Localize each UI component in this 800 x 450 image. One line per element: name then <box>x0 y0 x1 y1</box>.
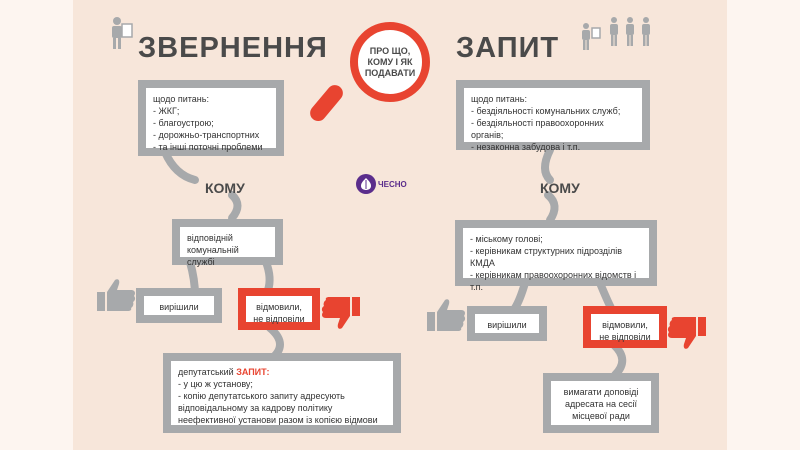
garlic-logo-icon <box>356 174 376 194</box>
thumbs-up-icon <box>97 279 136 311</box>
thumbs-down-icon <box>321 297 360 329</box>
list-item: бездіяльності правоохоронних органів; <box>471 117 635 141</box>
logo-text: ЧЕСНО <box>378 179 407 189</box>
list-item: міському голові; <box>470 233 642 245</box>
thumbs-up-icon <box>427 299 466 331</box>
right-resolved: вирішили <box>487 320 527 330</box>
left-resolved: вирішили <box>159 302 199 312</box>
thumbs-down-icon <box>667 317 706 349</box>
center-question: ПРО ЩО, КОМУ І ЯК ПОДАВАТИ <box>364 45 416 78</box>
list-item: дорожньо-транспортних <box>153 129 269 141</box>
right-margin <box>727 0 800 450</box>
list-item: керівникам правоохоронних відомств і т.п… <box>470 269 642 293</box>
left-deputy-box: депутатський ЗАПИТ: у цю ж установу; коп… <box>163 353 401 433</box>
left-resolved-box: вирішили <box>136 288 222 323</box>
left-topics-box: щодо питань: ЖКГ; благоустрою; дорожньо-… <box>138 80 284 156</box>
list-item: незаконна забудова і т.п. <box>471 141 635 153</box>
right-whom-label: КОМУ <box>540 180 580 196</box>
right-resolved-box: вирішили <box>467 306 547 341</box>
list-item: ЖКГ; <box>153 105 269 117</box>
deputy-heading-em: ЗАПИТ: <box>236 367 270 377</box>
right-topics-heading: щодо питань: <box>471 94 527 104</box>
people-group-icon <box>582 17 650 50</box>
right-demand-box: вимагати доповіді адресата на сесії місц… <box>543 373 659 433</box>
list-item: копію депутатського запиту адресують від… <box>178 390 386 426</box>
left-margin <box>0 0 73 450</box>
right-recipients-box: міському голові; керівникам структурних … <box>455 220 657 292</box>
right-topics-box: щодо питань: бездіяльності комунальних с… <box>456 80 650 153</box>
left-refused-box: відмовили, не відповіли <box>238 288 320 330</box>
list-item: благоустрою; <box>153 117 269 129</box>
left-whom-label: КОМУ <box>205 180 245 196</box>
left-refused: відмовили, не відповіли <box>253 302 305 324</box>
right-refused-box: відмовили, не відповіли <box>583 306 667 348</box>
list-item: керівникам структурних підрозділів КМДА <box>470 245 642 269</box>
right-demand: вимагати доповіді адресата на сесії місц… <box>563 387 639 421</box>
magnifier-icon: ПРО ЩО, КОМУ І ЯК ПОДАВАТИ <box>350 22 430 102</box>
person-with-document-icon <box>112 17 133 49</box>
left-topics-heading: щодо питань: <box>153 94 209 104</box>
list-item: та інші поточні проблеми <box>153 141 269 153</box>
left-recipient: відповідній комунальній службі <box>187 233 239 267</box>
list-item: у цю ж установу; <box>178 378 386 390</box>
deputy-heading-prefix: депутатський <box>178 367 234 377</box>
logo: ЧЕСНО <box>356 174 407 194</box>
right-title: ЗАПИТ <box>456 32 560 64</box>
left-title: ЗВЕРНЕННЯ <box>138 32 328 64</box>
list-item: бездіяльності комунальних служб; <box>471 105 635 117</box>
left-recipient-box: відповідній комунальній службі <box>172 219 283 267</box>
right-refused: відмовили, не відповіли <box>599 320 651 342</box>
